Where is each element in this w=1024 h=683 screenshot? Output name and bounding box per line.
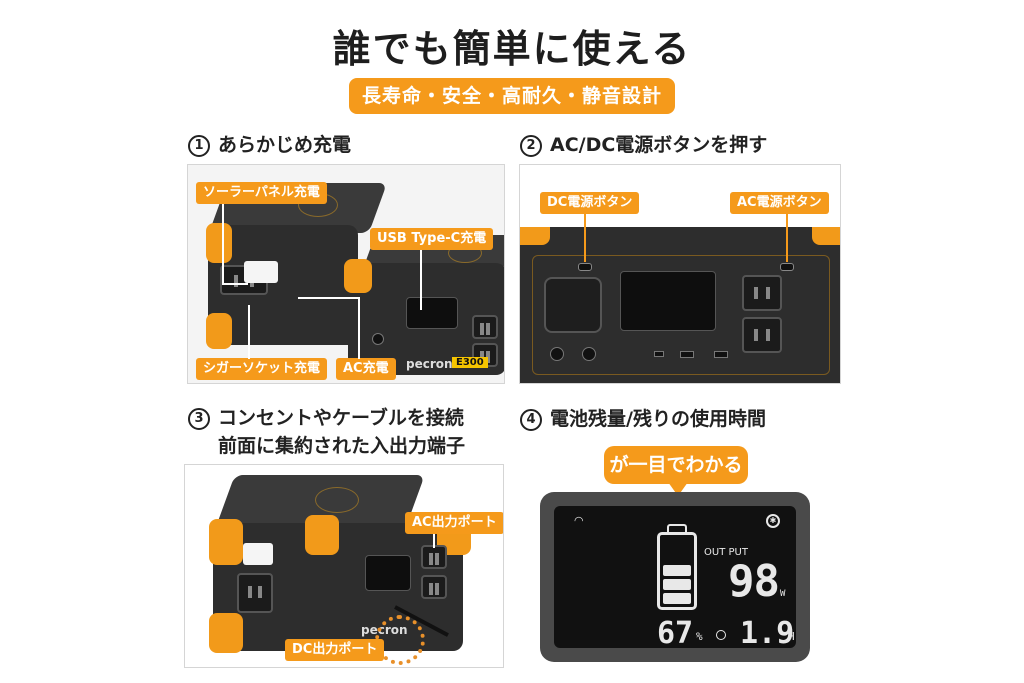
dc-power-button[interactable]: [578, 263, 592, 271]
leader-line: [584, 214, 586, 262]
step-number: 1: [188, 135, 210, 157]
usb-a-port: [680, 351, 694, 358]
lcd-screen: [406, 297, 458, 329]
leader-line: [420, 250, 422, 310]
remaining-hours-value: 1.9: [740, 616, 795, 651]
device-corner: [305, 515, 339, 555]
ac-outlet: [742, 317, 782, 353]
device-corner: [209, 613, 243, 653]
step-number: 2: [520, 135, 542, 157]
clock-icon: [716, 630, 726, 640]
step-number: 4: [520, 409, 542, 431]
device-corner: [812, 227, 840, 245]
leader-line: [298, 297, 360, 299]
battery-percent-value: 67: [657, 616, 694, 651]
battery-bar: [663, 593, 691, 604]
device-corner: [209, 519, 243, 565]
leader-line: [358, 297, 360, 359]
device-corner: [520, 227, 550, 245]
battery-bar: [663, 565, 691, 576]
battery-bar: [663, 537, 691, 548]
port-cover: [544, 277, 602, 333]
ac-outlet: [421, 575, 447, 599]
power-button-photo-panel: DC電源ボタン AC電源ボタン: [519, 164, 841, 384]
device-corner: [206, 223, 232, 263]
lcd-screen: [365, 555, 411, 591]
at-a-glance-badge: が一目でわかる: [604, 446, 748, 484]
output-watts-value: 98: [728, 556, 780, 607]
wifi-icon: ◠: [574, 514, 584, 527]
output-unit: W: [780, 589, 786, 599]
battery-bar: [663, 551, 691, 562]
brand-logo: pecron: [406, 357, 453, 371]
usb-a-port: [714, 351, 728, 358]
charging-photo-panel: pecron E300 ソーラーパネル充電 USB Type-C充電 シガーソケ…: [187, 164, 505, 384]
callout-ac-charging: AC充電: [336, 358, 396, 380]
device-corner: [206, 313, 232, 349]
light-panel: [244, 261, 278, 283]
callout-ac-output-port: AC出力ポート: [405, 512, 503, 534]
leader-line: [222, 283, 248, 285]
callout-cigar-socket-charging: シガーソケット充電: [196, 358, 328, 380]
leader-line: [433, 534, 435, 548]
side-socket: [237, 573, 273, 613]
page-title: 誰でも簡単に使える: [332, 27, 692, 71]
callout-solar-charging: ソーラーパネル充電: [196, 182, 327, 204]
callout-usb-c-charging: USB Type-C充電: [370, 228, 494, 250]
dc-port: [550, 347, 564, 361]
ac-power-button[interactable]: [780, 263, 794, 271]
ac-outlet: [472, 315, 498, 339]
hours-unit: H: [788, 630, 795, 643]
usb-c-port: [654, 351, 664, 357]
front-panel-outline: [532, 255, 830, 375]
dc-port: [582, 347, 596, 361]
leader-line: [248, 305, 250, 359]
light-panel: [243, 543, 273, 565]
wireless-pad-icon: [315, 487, 359, 513]
callout-dc-output-port: DC出力ポート: [285, 639, 385, 661]
ac-outlet: [421, 545, 447, 569]
battery-icon: [657, 532, 697, 610]
leader-line: [222, 204, 224, 284]
feature-badge: 長寿命・安全・高耐久・静音設計: [349, 78, 675, 114]
display-screen: [554, 506, 796, 648]
battery-level-bars: [663, 537, 691, 604]
callout-ac-power-button: AC電源ボタン: [730, 192, 829, 214]
fan-icon: ✱: [766, 514, 780, 528]
model-label: E300: [452, 357, 488, 368]
device-corner: [344, 259, 372, 293]
callout-dc-power-button: DC電源ボタン: [540, 192, 640, 214]
output-label: OUT PUT: [704, 547, 748, 558]
battery-bar: [663, 579, 691, 590]
lcd-screen: [620, 271, 716, 331]
battery-terminal: [667, 524, 687, 532]
ac-outlet: [742, 275, 782, 311]
connection-photo-panel: pecron AC出力ポート DC出力ポート: [184, 464, 504, 668]
percent-unit: %: [696, 630, 703, 643]
leader-line: [786, 214, 788, 262]
dc-port: [372, 333, 384, 345]
step-number: 3: [188, 408, 210, 430]
